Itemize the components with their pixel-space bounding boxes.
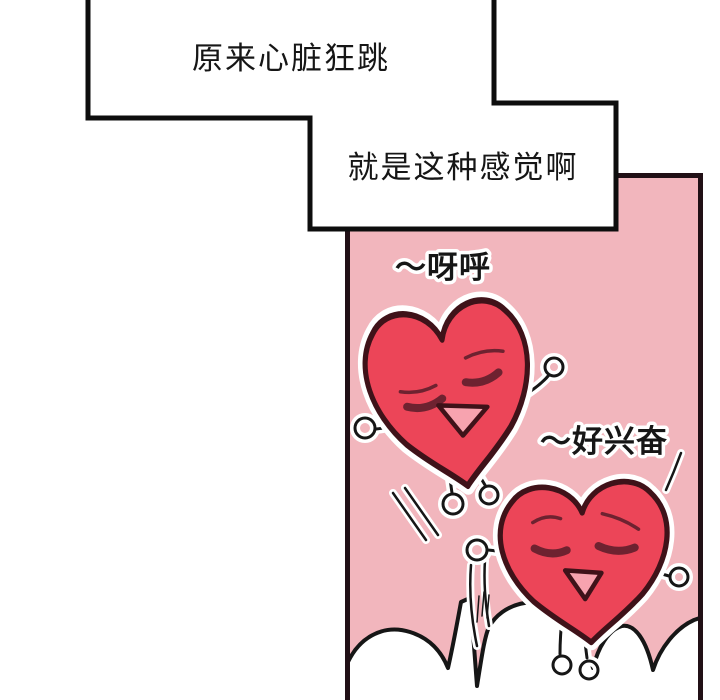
left-foot-loop — [441, 492, 465, 516]
right-brow — [463, 348, 505, 360]
speech-bubble-1-text: 原来心脏狂跳 — [192, 40, 390, 77]
right-brow — [600, 511, 641, 531]
right-hand-loop — [668, 566, 690, 588]
mouth — [562, 568, 604, 602]
shout-excited: ～好兴奋 — [540, 424, 668, 460]
heart-character-1 — [357, 291, 535, 495]
left-foot-loop — [551, 654, 573, 676]
right-eye — [461, 368, 503, 387]
speech-bubble-2-text: 就是这种感觉啊 — [347, 149, 579, 186]
jump-line — [469, 563, 479, 648]
speed-tick — [476, 595, 480, 623]
left-brow — [398, 383, 438, 395]
panel-artwork: ～呀呼 ～好兴奋 — [350, 247, 698, 700]
left-hand-loop — [353, 416, 377, 440]
slash-line — [391, 491, 428, 542]
right-eye — [594, 542, 639, 555]
jump-line — [664, 451, 683, 492]
jump-line — [483, 558, 491, 628]
left-hand-loop — [465, 538, 489, 562]
left-brow — [531, 515, 563, 525]
right-hand-loop — [543, 356, 565, 378]
speech-bubble-outline — [85, 0, 619, 232]
right-foot-loop — [478, 484, 500, 506]
speed-tick — [481, 591, 485, 617]
left-eye — [530, 544, 571, 558]
heart-character-2 — [492, 473, 675, 651]
mouth — [436, 403, 490, 438]
heart-1-body — [362, 297, 530, 490]
shout-yahoo: ～呀呼 — [395, 250, 491, 286]
right-foot-loop — [578, 659, 600, 681]
slash-line — [403, 486, 440, 537]
motion-lines — [389, 449, 685, 650]
comic-panel: ～呀呼 ～好兴奋 — [345, 173, 703, 700]
speed-tick — [486, 594, 490, 619]
left-eye — [403, 394, 447, 413]
